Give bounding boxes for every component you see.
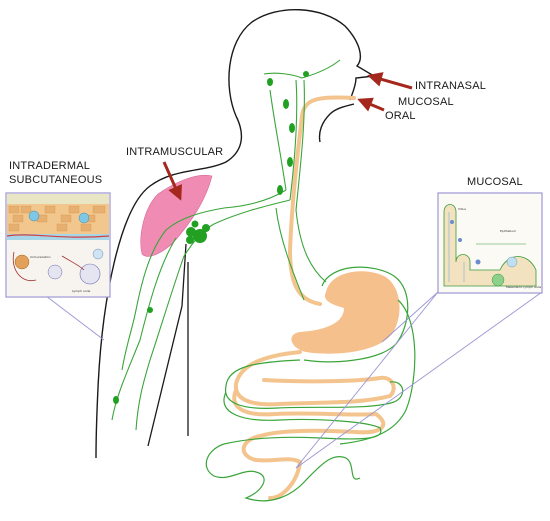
chin-outline bbox=[318, 103, 355, 143]
intranasal-label: INTRANASAL bbox=[415, 80, 487, 92]
shoulder-outline bbox=[95, 115, 243, 459]
inner-arm-outline bbox=[147, 243, 187, 447]
svg-text:Lymph node: Lymph node bbox=[72, 289, 90, 293]
oral-arrow bbox=[357, 97, 385, 112]
colon-outline bbox=[339, 299, 416, 445]
stomach bbox=[291, 271, 400, 354]
gut-lymph-outline bbox=[205, 266, 409, 502]
mucosal-route-label: MUCOSAL bbox=[398, 96, 454, 108]
intradermal-label: INTRADERMAL bbox=[9, 160, 91, 172]
intramuscular-label: INTRAMUSCULAR bbox=[126, 146, 224, 158]
oral-label: ORAL bbox=[385, 110, 416, 122]
lymph-node-cluster bbox=[113, 71, 309, 404]
subcutaneous-label: SUBCUTANEOUS bbox=[9, 174, 103, 186]
intramuscular-arrow bbox=[162, 161, 182, 201]
esophagus bbox=[287, 95, 356, 306]
svg-text:Epithelium: Epithelium bbox=[500, 229, 516, 233]
mucosal-inset-panel: Epithelium Villus Mesenteric lymph node bbox=[437, 192, 543, 294]
head-outline bbox=[228, 8, 377, 117]
mucosal-panel-label: MUCOSAL bbox=[467, 176, 523, 188]
svg-text:Mesenteric lymph node: Mesenteric lymph node bbox=[506, 285, 541, 289]
lymphatic-vessels bbox=[111, 59, 341, 431]
intranasal-arrow bbox=[367, 72, 413, 90]
callout-lines bbox=[45, 291, 543, 469]
svg-text:Villus: Villus bbox=[458, 207, 466, 211]
skin-inset-panel: Immunization Lymph node bbox=[5, 192, 111, 298]
intestine bbox=[232, 350, 396, 500]
svg-text:Immunization: Immunization bbox=[30, 255, 51, 259]
